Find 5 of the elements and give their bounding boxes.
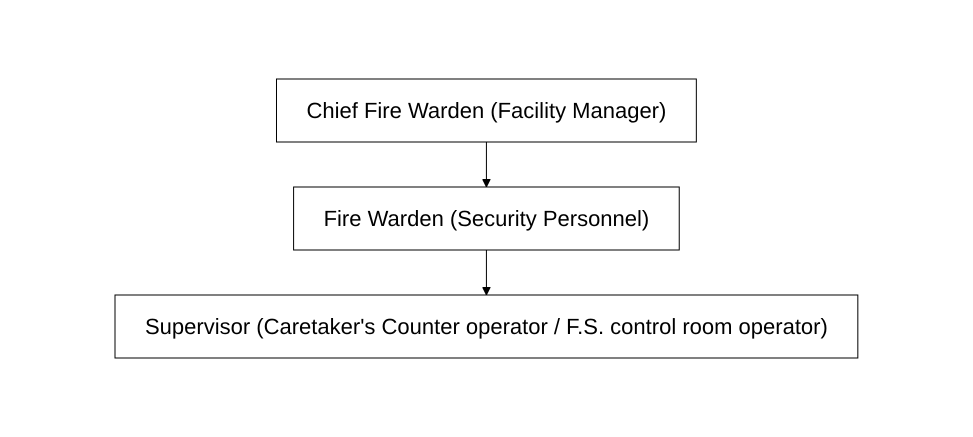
node-box: Chief Fire Warden (Facility Manager) <box>276 78 697 142</box>
arrow <box>482 142 491 188</box>
node-box: Fire Warden (Security Personnel) <box>293 186 680 250</box>
arrow <box>482 250 491 296</box>
node-box: Supervisor (Caretaker's Counter operator / F.S. control room operator) <box>114 294 858 358</box>
